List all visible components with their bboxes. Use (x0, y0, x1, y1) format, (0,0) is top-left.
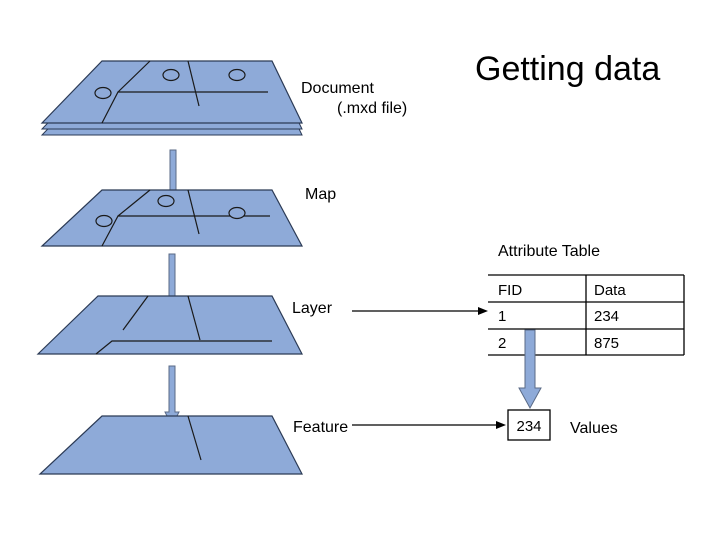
arrow-table-to-value (518, 329, 542, 410)
arrow-feature-to-value-head (496, 421, 506, 429)
layer-panel (36, 295, 303, 355)
layer-panel-shape (36, 295, 303, 355)
extracted-value: 234 (516, 418, 541, 435)
slide-title: Getting data (475, 50, 660, 88)
map-panel (40, 189, 304, 247)
arrow-layer-to-table-head (478, 307, 488, 315)
document-label: Document (301, 80, 374, 97)
document-hole-1 (162, 68, 180, 82)
attribute-table-caption: Attribute Table (498, 243, 600, 260)
map-panel-shape (40, 189, 304, 247)
table-header-fid: FID (498, 282, 522, 299)
map-label: Map (305, 186, 336, 203)
document-hole-2 (228, 68, 246, 82)
table-cell-data: 875 (594, 335, 619, 352)
map-hole-3 (95, 214, 113, 228)
document-sublabel: (.mxd file) (337, 100, 407, 117)
feature-panel (38, 415, 303, 475)
map-seam-right (187, 189, 200, 235)
table-cell-fid: 2 (498, 335, 506, 352)
document-seam-right (187, 60, 200, 107)
layer-label: Layer (292, 300, 333, 317)
document-stack (40, 60, 303, 136)
attribute-table: FID Data 1 234 2 875 (488, 274, 685, 356)
layer-seam-horizontal (95, 340, 272, 355)
table-header-data: Data (594, 282, 626, 299)
layer-seam-left (122, 295, 149, 331)
values-label: Values (570, 420, 618, 437)
document-seam-left (117, 60, 151, 93)
map-hole-2 (228, 206, 246, 220)
document-hole-3 (94, 86, 112, 100)
layer-seam-right (187, 295, 201, 341)
table-cell-fid: 1 (498, 308, 506, 325)
map-hole-1 (157, 194, 175, 208)
extracted-value-box (507, 409, 551, 441)
feature-seam (187, 415, 202, 461)
table-cell-data: 234 (594, 308, 619, 325)
feature-panel-shape (38, 415, 303, 475)
map-seam-left (117, 189, 151, 217)
feature-label: Feature (293, 419, 348, 436)
